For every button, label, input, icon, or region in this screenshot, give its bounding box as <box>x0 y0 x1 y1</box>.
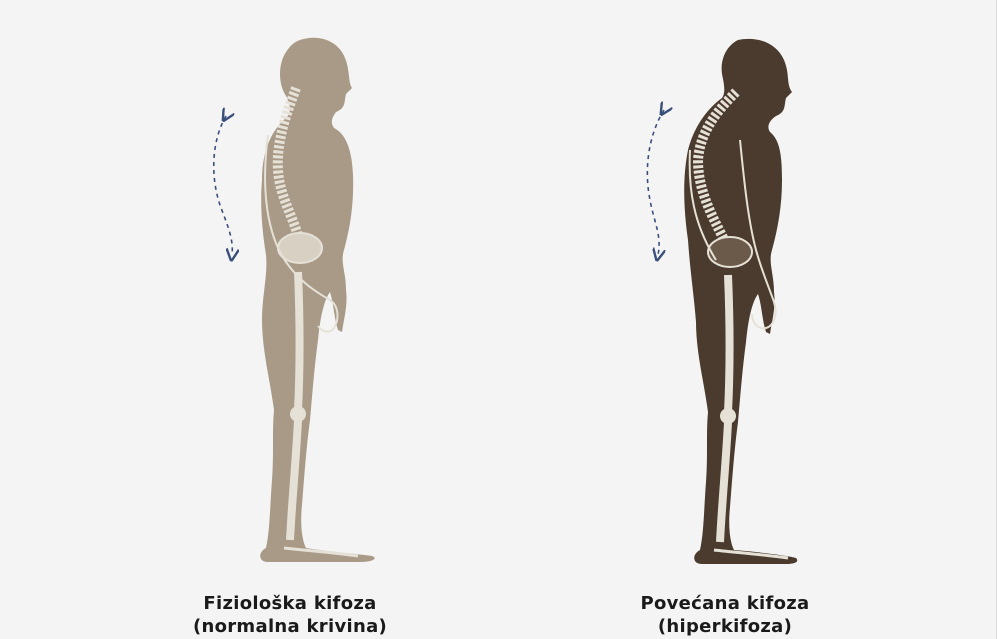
normal-curve-arrow <box>214 116 233 255</box>
hyper-pelvis <box>708 237 752 267</box>
normal-posture-figure <box>214 38 375 562</box>
hyperkyphosis-title: Povećana kifoza <box>595 592 855 615</box>
normal-kyphosis-caption: Fiziološka kifoza (normalna krivina) <box>160 592 420 638</box>
normal-kyphosis-subtitle: (normalna krivina) <box>160 615 420 638</box>
hyperkyphosis-caption: Povećana kifoza (hiperkifoza) <box>595 592 855 638</box>
hyper-curve-arrow <box>647 110 664 255</box>
normal-kyphosis-title: Fiziološka kifoza <box>160 592 420 615</box>
hyperkyphosis-figure <box>647 39 797 564</box>
hyperkyphosis-subtitle: (hiperkifoza) <box>595 615 855 638</box>
normal-body-silhouette <box>260 38 374 562</box>
hyper-body-silhouette <box>684 39 797 564</box>
